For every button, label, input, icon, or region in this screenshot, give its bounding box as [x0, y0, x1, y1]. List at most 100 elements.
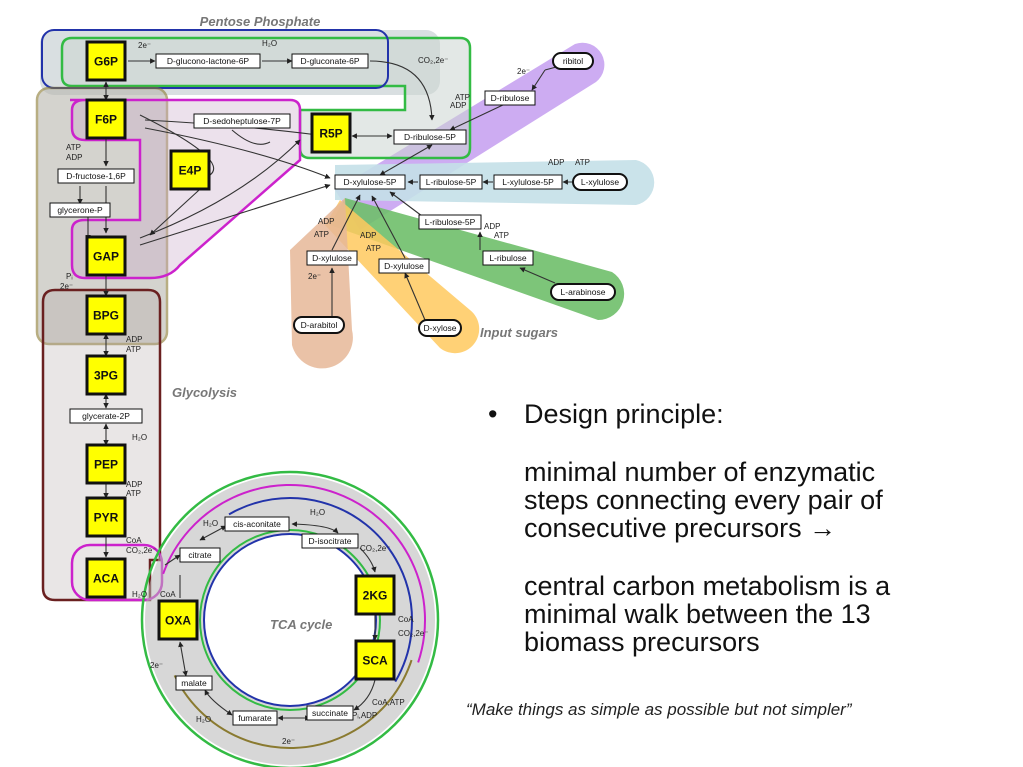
- cofactor-adp-lxyl: ADP: [548, 158, 564, 167]
- metabolite-sedoheptulose: D-sedoheptulose-7P: [193, 113, 291, 129]
- svg-text:succinate: succinate: [312, 708, 348, 718]
- svg-text:D-gluconate-6P: D-gluconate-6P: [300, 56, 359, 66]
- para1-line-3: consecutive precursors →: [524, 513, 837, 543]
- svg-text:ribitol: ribitol: [563, 56, 583, 66]
- svg-text:fumarate: fumarate: [238, 713, 272, 723]
- cofactor-co2-2e-top: CO₂,2e⁻: [418, 56, 448, 65]
- svg-text:PEP: PEP: [94, 458, 118, 472]
- svg-text:D-arabitol: D-arabitol: [301, 320, 338, 330]
- precursor-f6p: F6P: [85, 98, 127, 140]
- cofactor-h2o-iso: H₂O: [310, 508, 325, 517]
- svg-text:D-fructose-1,6P: D-fructose-1,6P: [66, 171, 126, 181]
- sugar-d-arabitol: D-arabitol: [293, 316, 345, 334]
- cofactor-coa-pyr: CoA: [126, 536, 142, 545]
- cofactor-ribitol-2e: 2e⁻: [517, 67, 530, 76]
- svg-text:D-xylulose-5P: D-xylulose-5P: [344, 177, 397, 187]
- pentose-blue-outline: [41, 29, 389, 89]
- metabolite-ribulose: D-ribulose: [484, 90, 536, 106]
- metabolite-l-ribulose: L-ribulose: [482, 250, 534, 266]
- svg-text:L-ribulose-5P: L-ribulose-5P: [426, 177, 477, 187]
- sugar-ribitol: ribitol: [552, 52, 594, 70]
- cofactor-co2-2e-iso: CO₂,2e⁻: [360, 544, 390, 553]
- svg-text:D-glucono-lactone-6P: D-glucono-lactone-6P: [167, 56, 250, 66]
- cofactor-g6p-2e: 2e⁻: [138, 41, 151, 50]
- svg-text:D-xylulose: D-xylulose: [384, 261, 424, 271]
- metabolite-glucono-lactone: D-glucono-lactone-6P: [155, 53, 261, 69]
- para2-line-1: central carbon metabolism is a: [524, 571, 891, 601]
- svg-text:malate: malate: [181, 678, 207, 688]
- svg-text:glycerone-P: glycerone-P: [57, 205, 103, 215]
- metabolite-citrate: citrate: [179, 547, 221, 563]
- tca-inner-white: [203, 533, 377, 707]
- cofactor-h2o-cit: H₂O: [203, 519, 218, 528]
- svg-text:ACA: ACA: [93, 572, 119, 586]
- sugar-l-arabinose: L-arabinose: [550, 283, 616, 301]
- precursor-aca: ACA: [85, 557, 127, 599]
- precursor-r5p: R5P: [310, 112, 352, 154]
- precursor-oxa: OXA: [157, 599, 199, 641]
- precursor-e4p: E4P: [169, 149, 211, 191]
- tca-inner-green: [199, 529, 381, 711]
- precursor-3pg: 3PG: [85, 354, 127, 396]
- cofactor-atp-f6p: ATP: [66, 143, 81, 152]
- pentose-phosphate-label: Pentose Phosphate: [200, 14, 321, 29]
- cofactor-coa-aca: CoA: [160, 590, 176, 599]
- bullet-para-2: central carbon metabolism is a minimal w…: [486, 572, 1006, 656]
- svg-text:L-ribulose: L-ribulose: [489, 253, 527, 263]
- cofactor-gap-2e: 2e⁻: [60, 282, 73, 291]
- metabolite-xylulose-a: D-xylulose: [306, 250, 358, 266]
- cofactor-h2o-aca: H₂O: [132, 590, 147, 599]
- cofactor-atp-ribulose: ATP: [455, 93, 470, 102]
- cofactor-arabitol-2e: 2e⁻: [308, 272, 321, 281]
- cofactor-atp-xyla: ATP: [314, 230, 329, 239]
- svg-text:L-ribulose-5P: L-ribulose-5P: [425, 217, 476, 227]
- cofactor-oxa-2e: 2e⁻: [150, 661, 163, 670]
- metabolite-l-ribulose-5p-b: L-ribulose-5P: [418, 214, 482, 230]
- svg-text:D-xylulose: D-xylulose: [312, 253, 352, 263]
- metabolite-isocitrate: D-isocitrate: [301, 533, 359, 549]
- metabolite-xylulose-5p: D-xylulose-5P: [334, 174, 406, 190]
- svg-text:D-isocitrate: D-isocitrate: [309, 536, 352, 546]
- svg-text:OXA: OXA: [165, 614, 191, 628]
- cofactor-adp-ribulose: ADP: [450, 101, 466, 110]
- svg-text:3PG: 3PG: [94, 369, 118, 383]
- metabolite-fumarate: fumarate: [232, 710, 278, 726]
- svg-text:PYR: PYR: [94, 511, 119, 525]
- cofactor-adp-xylb: ADP: [360, 231, 376, 240]
- bullet-heading: • Design principle:: [486, 398, 1006, 430]
- cofactor-pi-gap: Pᵢ: [66, 272, 73, 281]
- svg-text:2KG: 2KG: [363, 589, 388, 603]
- precursor-2kg: 2KG: [354, 574, 396, 616]
- tca-green-outline: [140, 470, 440, 767]
- bullet-dot: •: [488, 399, 498, 429]
- tca-cycle-label: TCA cycle: [270, 617, 332, 632]
- precursor-sca: SCA: [354, 639, 396, 681]
- para1-line-1: minimal number of enzymatic: [524, 457, 876, 487]
- cofactor-co2-2e-pyr: CO₂,2e⁻: [126, 546, 156, 555]
- einstein-quote: “Make things as simple as possible but n…: [466, 700, 852, 719]
- cofactor-atp-lrib: ATP: [494, 231, 509, 240]
- cofactor-co2-2e-2kg: CO₂,2e⁻: [398, 629, 428, 638]
- cofactor-h2o-glyc: H₂O: [132, 433, 147, 442]
- para1-line-2: steps connecting every pair of: [524, 485, 883, 515]
- svg-text:E4P: E4P: [179, 164, 202, 178]
- sugar-l-xylulose: L-xylulose: [572, 173, 628, 191]
- metabolite-l-xylulose-5p: L-xylulose-5P: [493, 174, 563, 190]
- cofactor-atp-xylb: ATP: [366, 244, 381, 253]
- cofactor-fum-2e: 2e⁻: [282, 737, 295, 746]
- svg-text:L-xylulose-5P: L-xylulose-5P: [502, 177, 554, 187]
- precursor-pyr: PYR: [85, 496, 127, 538]
- precursor-g6p: G6P: [85, 40, 127, 82]
- metabolite-fructose-bp: D-fructose-1,6P: [57, 168, 135, 184]
- bullet-para-1: minimal number of enzymatic steps connec…: [486, 458, 1006, 542]
- cofactor-adp-bpg: ADP: [126, 335, 142, 344]
- cofactor-atp-bpg: ATP: [126, 345, 141, 354]
- precursor-pep: PEP: [85, 443, 127, 485]
- metabolite-malate: malate: [175, 675, 213, 691]
- svg-text:citrate: citrate: [188, 550, 211, 560]
- metabolite-gluconate: D-gluconate-6P: [291, 53, 369, 69]
- cofactor-h2o-top: H₂O: [262, 39, 277, 48]
- svg-text:D-xylose: D-xylose: [423, 323, 456, 333]
